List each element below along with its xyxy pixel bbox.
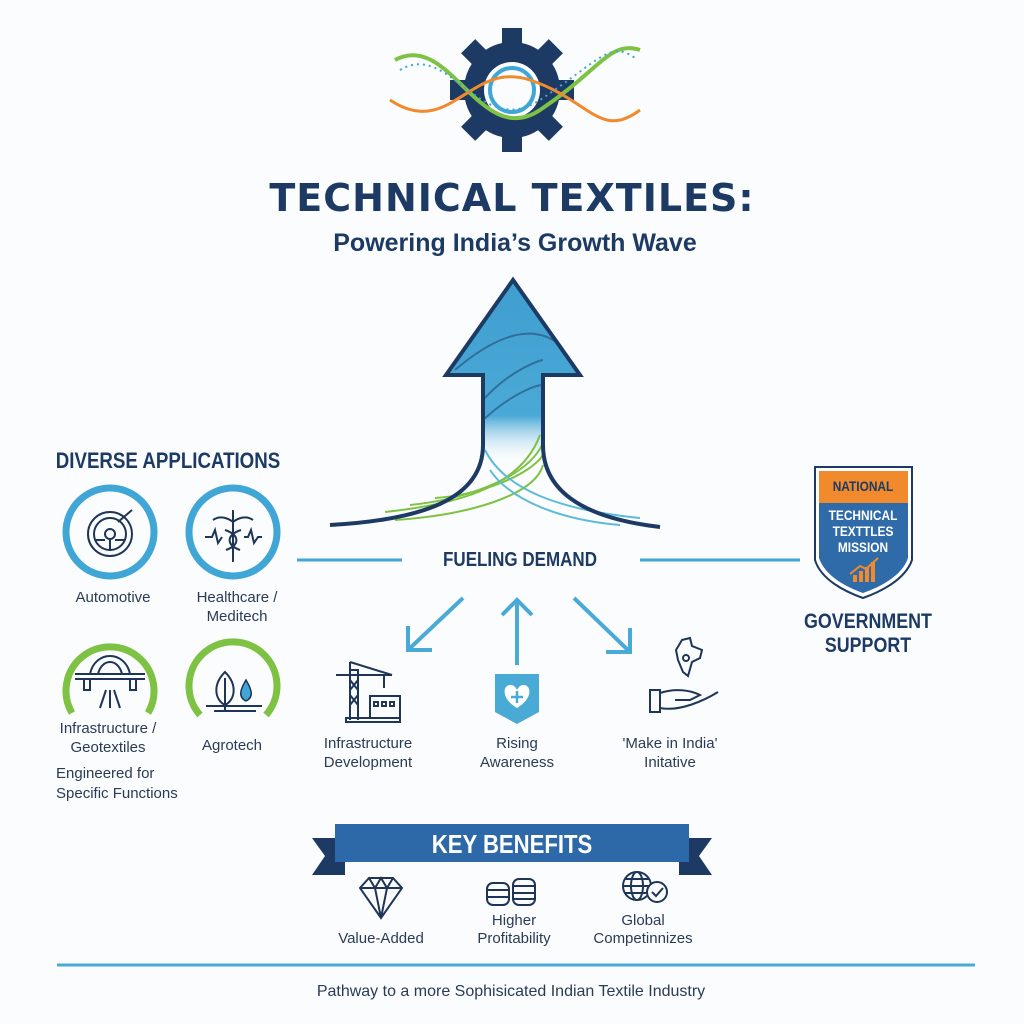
crane-icon [336,661,401,723]
arrow-down-left [406,596,465,652]
applications-heading: DIVERSE APPLICATIONS [55,448,281,473]
applications-note-2: Specific Functions [56,785,178,802]
driver-label-infrastructure-1: Infrastructure [323,735,413,752]
benefit-label-profitability-1: Higher [491,912,537,929]
applications-note-1: Engineered for [56,765,155,782]
app-circle-agrotech [185,638,281,718]
arrow-down-right [572,596,632,654]
leaf-drop-icon [206,670,262,712]
government-label-2: SUPPORT [824,634,912,657]
growth-arrow [329,276,661,529]
page-subtitle: Powering India’s Growth Wave [333,229,697,257]
app-label-agrotech: Agrotech [201,737,263,754]
driver-label-awareness-1: Rising [496,735,538,752]
benefit-label-global-2: Competinnizes [593,930,693,947]
diamond-icon [358,876,404,920]
page-title: TECHNICAL TEXTILES: [269,176,755,220]
driver-label-awareness-2: Awareness [480,754,554,771]
app-circle-healthcare [185,484,281,580]
app-circle-automotive [62,484,158,580]
app-circle-infrastructure [62,643,158,715]
arrow-up [500,597,534,665]
benefit-label-global-1: Global [621,912,665,929]
footer-text: Pathway to a more Sophisicated Indian Te… [316,983,706,1000]
government-label-1: GOVERNMENT [804,610,932,633]
driver-label-infrastructure-2: Development [323,754,413,771]
growth-chart-icon [849,557,879,582]
mission-badge [814,466,913,600]
hand-india-icon [649,636,719,713]
badge-line-1: TECHNICAL [828,507,898,523]
app-label-infrastructure-1: Infrastructure / [59,720,157,737]
caduceus-icon [205,510,262,562]
driver-label-make-in-india-1: 'Make in India' [622,735,718,752]
demand-arrows [406,596,632,665]
globe-check-icon [622,871,668,903]
heart-shield-icon [495,674,539,724]
driver-label-make-in-india-2: Initative [644,754,696,771]
steering-wheel-icon [87,509,133,557]
app-label-healthcare-1: Healthcare / [196,589,278,606]
app-label-automotive: Automotive [75,589,151,606]
fueling-demand-heading: FUELING DEMAND [443,549,597,571]
app-label-infrastructure-2: Geotextiles [70,739,146,756]
app-label-healthcare-2: Meditech [206,608,268,625]
coins-icon [486,878,536,906]
key-benefits-ribbon [312,824,712,875]
benefit-label-profitability-2: Profitability [477,930,551,947]
bridge-road-icon [75,655,145,709]
benefit-label-value-added: Value-Added [338,930,424,947]
badge-top-text: NATIONAL [832,478,894,494]
badge-line-2: TEXTTLES [832,523,894,539]
badge-line-3: MISSION [837,539,889,555]
key-benefits-heading: KEY BENEFITS [431,829,593,859]
gear-wave-icon [389,28,641,152]
